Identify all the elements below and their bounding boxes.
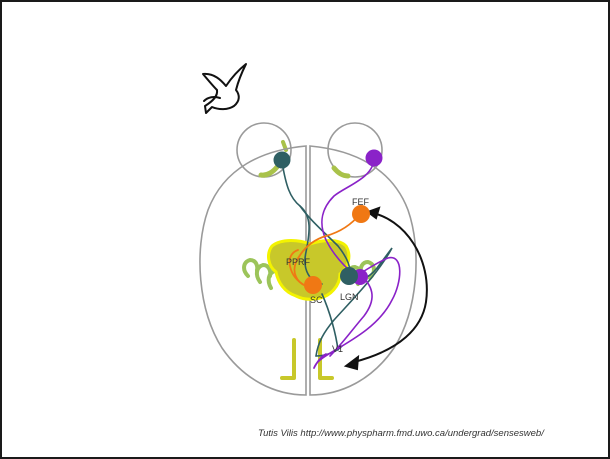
label-lgn: LGN xyxy=(340,292,359,302)
descending-tracts xyxy=(282,340,332,378)
label-sc: SC xyxy=(310,295,323,305)
bird-icon xyxy=(203,64,246,113)
left-retina-node xyxy=(274,152,291,169)
label-v1: V1 xyxy=(332,344,343,354)
sc-node xyxy=(304,276,322,294)
label-pprf: PPRF xyxy=(286,257,311,267)
lgn-teal-node xyxy=(340,267,358,285)
label-fef: FEF xyxy=(352,197,370,207)
credit-text: Tutis Vilis http://www.physpharm.fmd.uwo… xyxy=(258,428,544,439)
fef-node xyxy=(352,205,370,223)
right-retina-node xyxy=(366,150,383,167)
